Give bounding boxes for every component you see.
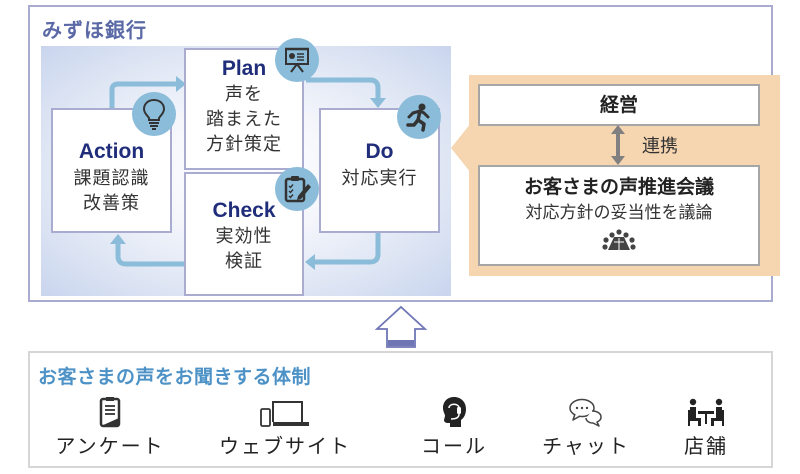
presentation-board-icon	[285, 47, 309, 73]
executive-box: 経営	[478, 84, 760, 126]
channel-call: コール	[379, 394, 529, 462]
do-heading: Do	[365, 140, 394, 163]
arrow-action-to-plan	[109, 81, 176, 108]
plan-heading: Plan	[221, 57, 267, 80]
council-title: お客さまの声推進会議	[523, 176, 714, 198]
plan-line: 踏まえた	[206, 109, 282, 130]
channel-chat: チャット	[511, 394, 661, 462]
arrow-plan-to-do	[306, 77, 381, 98]
action-line: 課題認識	[73, 168, 150, 189]
channel-label: ウェブサイト	[219, 434, 351, 458]
arrowhead-do	[370, 98, 386, 108]
lightbulb-icon	[142, 98, 166, 130]
channel-website: ウェブサイト	[210, 394, 360, 462]
council-subtitle: 対応方針の妥当性を議論	[525, 203, 713, 223]
running-person-icon	[406, 103, 430, 132]
do-badge	[397, 95, 441, 139]
channel-label: コール	[421, 434, 487, 458]
clipboard-survey-icon	[99, 397, 121, 428]
channels-title: お客さまの声をお聞きする体制	[38, 366, 312, 388]
arrowhead-plan	[176, 76, 186, 92]
plan-line: 声を	[225, 84, 263, 105]
bank-title: みずほ銀行	[42, 18, 147, 42]
meeting-table-icon	[602, 229, 636, 250]
channel-survey: アンケート	[35, 394, 185, 462]
arrowhead-check	[305, 254, 315, 270]
up-arrow-icon	[374, 305, 428, 348]
plan-line: 方針策定	[206, 134, 282, 155]
management-pointer	[451, 123, 471, 173]
clipboard-check-icon	[284, 176, 311, 203]
headset-operator-icon	[443, 397, 466, 427]
check-heading: Check	[212, 199, 276, 222]
channel-branch: 店舗	[631, 394, 781, 462]
channel-label: チャット	[542, 434, 630, 458]
council-box: お客さまの声推進会議 対応方針の妥当性を議論	[478, 165, 760, 266]
bidirectional-arrow-icon	[611, 125, 625, 165]
action-heading: Action	[78, 140, 145, 163]
chat-bubbles-icon	[569, 398, 602, 427]
check-line: 検証	[225, 251, 263, 272]
counter-meeting-icon	[688, 398, 724, 426]
action-line: 改善策	[83, 193, 140, 214]
channels-frame	[28, 351, 773, 468]
arrow-check-to-action	[115, 244, 184, 267]
action-badge	[132, 92, 176, 136]
plan-badge	[275, 38, 319, 82]
devices-icon	[260, 401, 309, 427]
arrow-do-to-check	[315, 233, 381, 265]
arrowhead-action	[110, 234, 126, 244]
check-badge	[275, 167, 319, 211]
do-line: 対応実行	[341, 168, 418, 189]
pdca-do-box: Do 対応実行	[319, 108, 440, 233]
check-line: 実効性	[215, 226, 273, 247]
link-label: 連携	[642, 136, 678, 157]
channel-label: 店舗	[684, 434, 728, 458]
channel-label: アンケート	[55, 434, 165, 458]
